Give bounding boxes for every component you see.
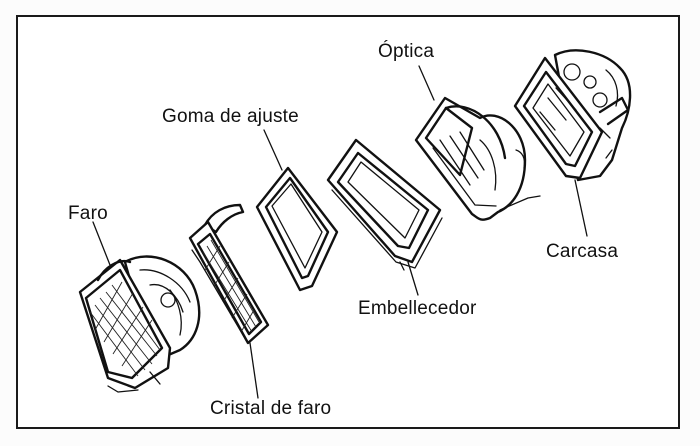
cristal-label: Cristal de faro — [210, 398, 332, 419]
goma-part — [255, 166, 339, 292]
embellecedor-leader-line — [407, 261, 419, 296]
embellecedor-label: Embellecedor — [358, 298, 477, 319]
embellecedor-part — [326, 138, 443, 271]
goma-label: Goma de ajuste — [162, 106, 299, 127]
faro-part — [78, 255, 201, 393]
goma-leader-line — [263, 129, 283, 171]
faro-leader-line — [92, 221, 111, 266]
optica-leader-line — [418, 65, 435, 101]
carcasa-leader-line — [574, 179, 588, 237]
carcasa-label: Carcasa — [546, 241, 619, 262]
carcasa-part — [513, 49, 632, 182]
faro-label: Faro — [68, 203, 108, 224]
optica-label: Óptica — [378, 41, 435, 62]
cristal-part — [188, 203, 270, 345]
optica-part — [414, 96, 541, 221]
cristal-leader-line — [249, 342, 259, 399]
